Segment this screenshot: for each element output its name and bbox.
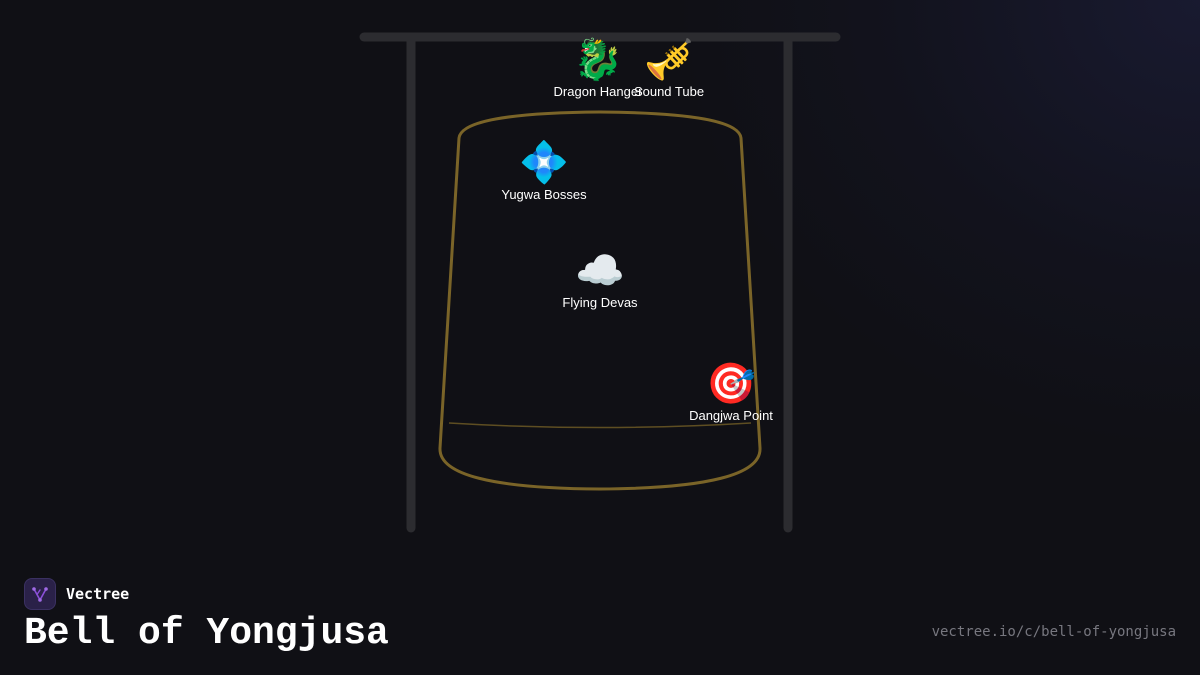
node-dangjwa-point[interactable]: 🎯 Dangjwa Point [661,360,801,424]
node-label: Flying Devas [562,295,638,310]
bell-lip-band [448,422,752,429]
node-sound-tube[interactable]: 🎺 Sound Tube [599,36,739,100]
diamond-icon: 💠 [519,141,569,185]
dragon-icon: 🐉 [573,38,623,82]
node-label: Dragon Hanger [553,84,643,99]
trumpet-icon: 🎺 [644,38,694,82]
node-label: Dangjwa Point [689,408,773,423]
cloud-icon: ☁️ [575,249,625,293]
node-flying-devas[interactable]: ☁️ Flying Devas [530,247,670,311]
node-label: Yugwa Bosses [501,187,587,202]
page-url[interactable]: vectree.io/c/bell-of-yongjusa [931,624,1176,640]
target-icon: 🎯 [706,362,756,406]
node-yugwa-bosses[interactable]: 💠 Yugwa Bosses [474,139,614,203]
branching-tree-icon [24,578,56,610]
bell-body-outline [438,110,762,491]
brand: Vectree [24,577,129,611]
node-label: Sound Tube [633,84,705,99]
brand-name: Vectree [66,585,130,603]
node-dragon-hanger[interactable]: 🐉 Dragon Hanger [528,36,668,100]
page-title: Bell of Yongjusa [24,612,389,655]
